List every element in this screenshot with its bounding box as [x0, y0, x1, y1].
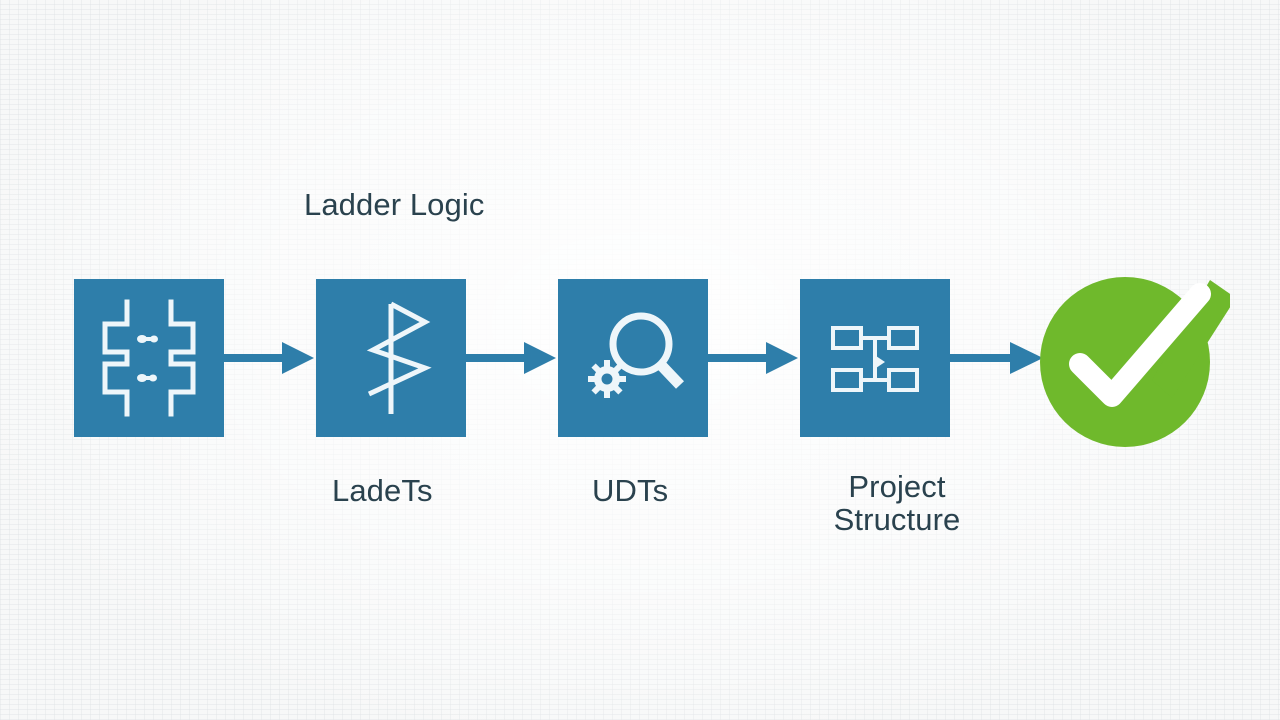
node-ladder-logic[interactable] [74, 279, 224, 437]
arrow-right-icon [950, 342, 1043, 374]
contact-marks [137, 335, 158, 382]
arrow-right-icon [466, 342, 556, 374]
caption-ladets: LadeTs [332, 473, 433, 508]
node-project-structure[interactable] [800, 279, 950, 437]
caption-project-structure: Project Structure [833, 469, 961, 538]
success-check-badge[interactable] [1040, 272, 1236, 452]
gear-icon [588, 360, 626, 398]
arrow-right-icon [708, 342, 798, 374]
arrow-right-icon [224, 342, 314, 374]
caption-ladder-logic: Ladder Logic [304, 187, 485, 222]
node-udts[interactable] [558, 279, 708, 437]
magnifier-gear-icon [588, 312, 684, 398]
check-circle-icon [1040, 277, 1236, 447]
pointer-arrow-icon [873, 354, 885, 370]
caption-udts: UDTs [592, 473, 669, 508]
connector-arrow-4 [950, 338, 1045, 378]
connector-arrow-2 [466, 338, 558, 378]
node-hierarchy-icon [831, 326, 919, 392]
connector-arrow-1 [224, 338, 316, 378]
zigzag-signal-icon [366, 301, 432, 414]
connector-arrow-3 [708, 338, 800, 378]
magnifier-icon [609, 312, 684, 389]
node-ladets[interactable] [316, 279, 466, 437]
ladder-rungs-icon [102, 299, 196, 417]
